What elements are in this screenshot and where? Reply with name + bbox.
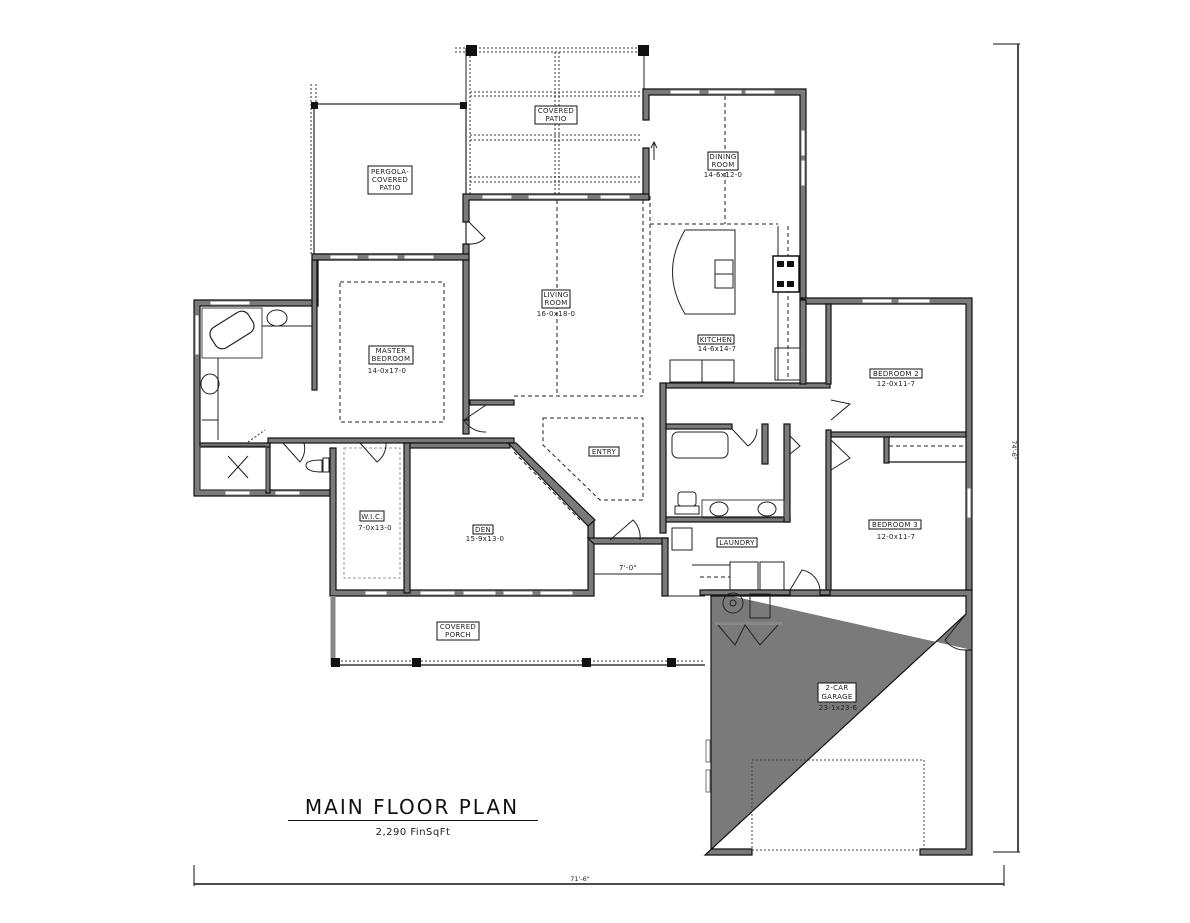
dryer-icon xyxy=(759,561,785,591)
svg-text:COVERED: COVERED xyxy=(538,107,574,115)
interior-walls xyxy=(199,259,967,596)
room-label-living-room: LIVING ROOM 16-0x18-0 xyxy=(537,289,576,318)
svg-text:PATIO: PATIO xyxy=(545,115,567,123)
covered-porch xyxy=(330,595,705,667)
svg-text:14-6x14-7: 14-6x14-7 xyxy=(698,345,737,353)
svg-text:12-0x11-7: 12-0x11-7 xyxy=(877,533,916,541)
svg-text:BEDROOM 3: BEDROOM 3 xyxy=(872,521,918,529)
svg-text:23-1x23-6: 23-1x23-6 xyxy=(819,704,858,712)
doors xyxy=(282,140,967,651)
svg-text:14-6x12-0: 14-6x12-0 xyxy=(704,171,743,179)
svg-text:12-0x11-7: 12-0x11-7 xyxy=(877,380,916,388)
svg-text:DEN: DEN xyxy=(475,526,491,534)
bathtub-icon xyxy=(209,310,255,350)
svg-text:BEDROOM: BEDROOM xyxy=(372,355,411,363)
svg-text:14-0x17-0: 14-0x17-0 xyxy=(368,367,407,375)
room-label-kitchen: KITCHEN 14-6x14-7 xyxy=(697,334,737,353)
room-label-dining-room: DINING ROOM 14-6x12-0 xyxy=(704,151,743,179)
svg-text:2-CAR: 2-CAR xyxy=(825,684,848,692)
closet-dimension: 7'-0" xyxy=(619,564,637,572)
covered-patio xyxy=(455,45,650,196)
svg-text:LIVING: LIVING xyxy=(543,291,568,299)
overall-depth-dimension: 74'-6" xyxy=(993,43,1020,853)
room-label-pergola-patio: PERGOLA- COVERED PATIO xyxy=(367,165,413,195)
svg-text:PORCH: PORCH xyxy=(445,631,471,639)
garage-door-outline xyxy=(751,759,925,851)
closet-7-0: 7'-0" xyxy=(594,564,662,575)
svg-text:ENTRY: ENTRY xyxy=(592,448,617,456)
svg-text:ROOM: ROOM xyxy=(544,299,567,307)
overall-width-dimension: 71'-6" xyxy=(193,865,1005,886)
water-heater-icon xyxy=(722,592,744,614)
svg-text:BEDROOM 2: BEDROOM 2 xyxy=(873,370,919,378)
fixtures xyxy=(199,226,966,851)
room-label-garage: 2-CAR GARAGE 23-1x23-6 xyxy=(817,682,858,712)
svg-text:PERGOLA-: PERGOLA- xyxy=(371,168,409,176)
svg-text:GARAGE: GARAGE xyxy=(821,693,852,701)
room-label-covered-porch: COVERED PORCH xyxy=(436,621,480,641)
range-icon xyxy=(772,255,800,293)
svg-text:16-0x18-0: 16-0x18-0 xyxy=(537,310,576,318)
exterior-walls xyxy=(193,88,973,856)
width-dimension-text: 71'-6" xyxy=(570,875,590,883)
svg-text:PATIO: PATIO xyxy=(379,184,401,192)
svg-text:DINING: DINING xyxy=(709,153,736,161)
plan-square-footage: 2,290 FinSqFt xyxy=(375,827,451,838)
room-label-bedroom-2: BEDROOM 2 12-0x11-7 xyxy=(869,368,923,388)
svg-text:KITCHEN: KITCHEN xyxy=(700,336,732,344)
svg-text:COVERED: COVERED xyxy=(440,623,476,631)
svg-text:ROOM: ROOM xyxy=(711,161,734,169)
sink-icon xyxy=(266,309,288,327)
room-label-master-bedroom: MASTER BEDROOM 14-0x17-0 xyxy=(368,345,414,375)
bathtub-icon xyxy=(671,431,729,459)
svg-text:15-9x13-0: 15-9x13-0 xyxy=(466,535,505,543)
sink-icon xyxy=(200,373,220,395)
svg-text:7-0x13-0: 7-0x13-0 xyxy=(358,524,392,532)
room-label-laundry: LAUNDRY xyxy=(716,537,758,548)
room-label-den: DEN 15-9x13-0 xyxy=(466,524,505,543)
washer-icon xyxy=(729,561,759,591)
svg-text:MASTER: MASTER xyxy=(376,347,407,355)
title-underline xyxy=(288,820,538,821)
svg-text:LAUNDRY: LAUNDRY xyxy=(719,539,755,547)
plan-title: MAIN FLOOR PLAN xyxy=(304,795,520,819)
room-label-bedroom-3: BEDROOM 3 12-0x11-7 xyxy=(868,519,922,541)
svg-text:W.I.C.: W.I.C. xyxy=(361,513,383,521)
depth-dimension-text: 74'-6" xyxy=(1010,440,1018,460)
room-label-covered-patio: COVERED PATIO xyxy=(534,105,578,125)
room-label-entry: ENTRY xyxy=(588,446,620,457)
room-label-wic: W.I.C. 7-0x13-0 xyxy=(358,510,392,532)
svg-text:COVERED: COVERED xyxy=(372,176,408,184)
